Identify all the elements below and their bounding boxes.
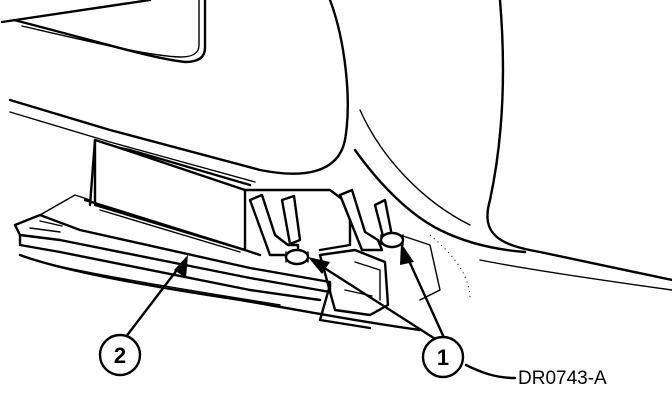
callout-1: 1	[421, 335, 465, 379]
callout-2-leader	[120, 255, 188, 344]
module-body	[83, 138, 352, 257]
callout-1-label: 1	[437, 345, 449, 370]
callout-2: 2	[98, 333, 142, 377]
fastener-nut-left	[284, 248, 310, 266]
right-trim-panel	[353, 0, 672, 301]
callout-1-leaders	[308, 243, 448, 344]
callout-2-label: 2	[114, 343, 126, 368]
dash-upper-panel	[0, 0, 349, 183]
figure-code: DR0743-A	[518, 368, 607, 389]
fastener-nut-right	[379, 231, 405, 249]
mounting-brackets	[248, 188, 441, 330]
figure-code-group: DR0743-A	[464, 363, 607, 389]
